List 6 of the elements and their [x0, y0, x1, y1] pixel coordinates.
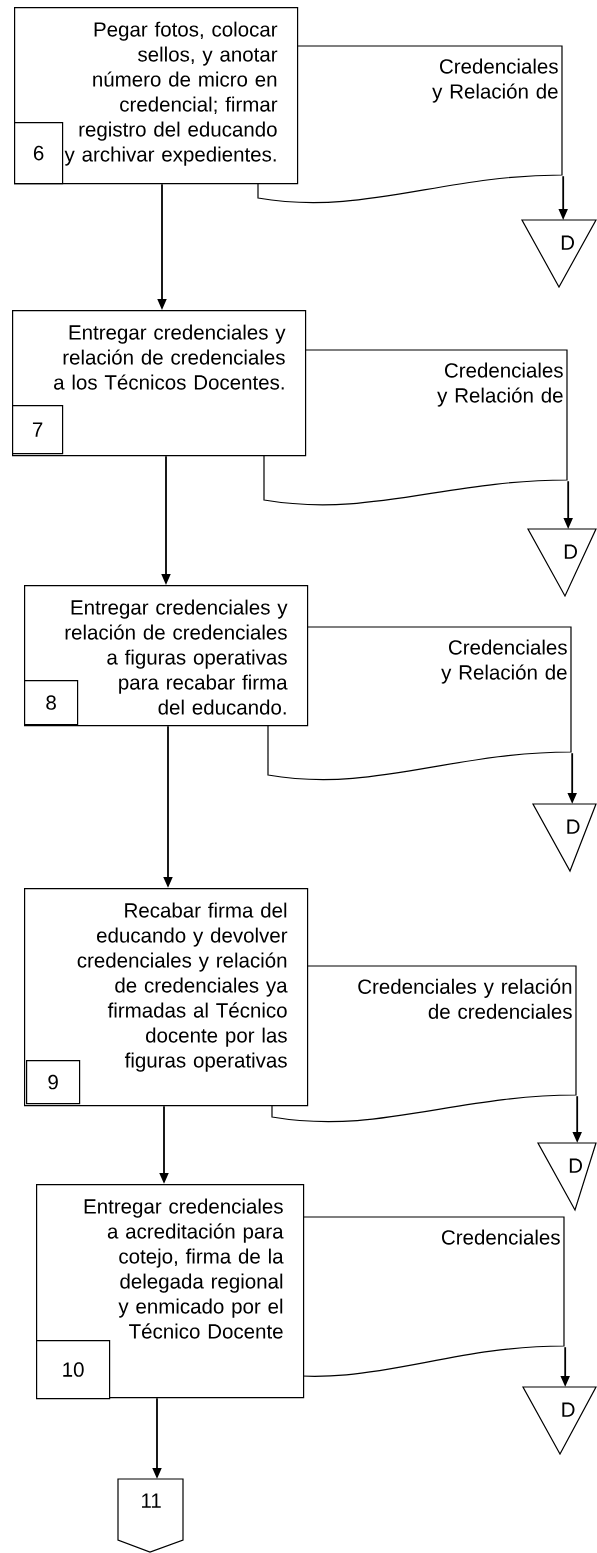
off-page-connector: 11: [117, 1478, 184, 1553]
step-number-box: 10: [36, 1340, 111, 1400]
step-number-box: 6: [14, 122, 64, 185]
step-number-box: 9: [26, 1060, 81, 1105]
step-number-box: 8: [24, 680, 79, 726]
step-number-box: 7: [12, 405, 64, 455]
